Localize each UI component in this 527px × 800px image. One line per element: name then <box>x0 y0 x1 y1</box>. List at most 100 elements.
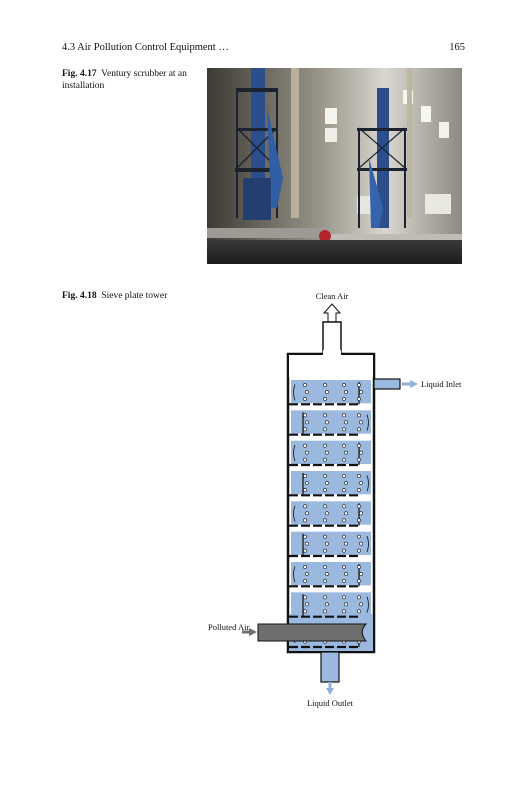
liquid-flow-curve <box>366 475 369 492</box>
sieve-plates <box>289 355 373 651</box>
gas-bubble <box>303 595 307 600</box>
figure-4-18-caption: Fig. 4.18 Sieve plate tower <box>62 290 202 302</box>
sieve-plate-tower-svg: Clean Air Liquid Inlet Polluted Air Liqu… <box>208 291 462 708</box>
liquid-inlet-pipe <box>373 378 401 390</box>
gas-bubble <box>325 420 329 425</box>
liquid-outlet-arrow-icon <box>326 682 334 695</box>
gas-bubble <box>325 390 329 394</box>
tray-liquid <box>291 380 371 404</box>
gas-bubble <box>357 488 361 492</box>
gas-bubble <box>357 534 361 539</box>
gas-bubble <box>325 481 329 485</box>
liquid-flow-curve <box>293 566 296 583</box>
liquid-inlet-arrow-icon <box>402 380 418 388</box>
gas-bubble <box>323 609 327 614</box>
gas-bubble <box>303 443 307 448</box>
gas-bubble <box>359 572 363 576</box>
liquid-outlet-pipe <box>320 651 340 683</box>
gas-bubble <box>357 595 361 600</box>
gas-bubble <box>344 602 348 607</box>
gas-bubble <box>305 481 309 485</box>
gas-bubble <box>303 609 307 614</box>
gas-bubble <box>342 565 346 569</box>
gas-bubble <box>357 474 361 478</box>
tower-headspace <box>289 355 373 377</box>
clean-air-label: Clean Air <box>316 291 349 301</box>
gas-bubble <box>344 420 348 425</box>
page-number: 165 <box>449 42 465 53</box>
gas-bubble <box>303 565 307 569</box>
liquid-flow-curve <box>293 444 296 462</box>
gas-bubble <box>323 397 327 401</box>
gas-bubble <box>303 504 307 509</box>
gas-bubble <box>344 572 348 576</box>
gas-bubble <box>303 413 307 418</box>
gas-bubble <box>325 511 329 516</box>
figure-4-17-caption: Fig. 4.17 Ventury scrubber at an install… <box>62 68 192 92</box>
gas-bubble <box>305 572 309 576</box>
gas-bubble <box>342 488 346 492</box>
liquid-flow-curve <box>366 414 369 431</box>
gas-bubble <box>357 518 361 523</box>
gas-bubble <box>359 390 363 394</box>
clean-air-arrow-icon <box>322 303 342 323</box>
venturi-scrubber-photo <box>207 68 462 264</box>
gas-bubble <box>303 474 307 478</box>
liquid-flow-curve <box>366 596 369 613</box>
gas-bubble <box>342 595 346 600</box>
gas-bubble <box>357 504 361 509</box>
gas-bubble <box>342 548 346 553</box>
tray-liquid <box>291 562 371 586</box>
figure-4-18-label: Fig. 4.18 <box>62 291 97 301</box>
gas-bubble <box>342 579 346 583</box>
gas-bubble <box>342 413 346 418</box>
gas-bubble <box>344 481 348 485</box>
gas-bubble <box>323 488 327 492</box>
gas-bubble <box>305 541 309 546</box>
gas-bubble <box>323 548 327 553</box>
gas-bubble <box>303 534 307 539</box>
gas-bubble <box>342 443 346 448</box>
gas-bubble <box>342 518 346 523</box>
gas-bubble <box>303 548 307 553</box>
gas-bubble <box>342 474 346 478</box>
gas-bubble <box>323 474 327 478</box>
gas-bubble <box>325 450 329 455</box>
gas-bubble <box>305 511 309 516</box>
liquid-flow-curve <box>293 505 296 522</box>
gas-bubble <box>303 397 307 401</box>
gas-bubble <box>305 602 309 607</box>
gas-bubble <box>344 390 348 394</box>
gas-bubble <box>323 565 327 569</box>
gas-bubble <box>357 548 361 553</box>
liquid-inlet-label: Liquid Inlet <box>421 379 462 389</box>
gas-bubble <box>357 457 361 462</box>
gas-bubble <box>323 534 327 539</box>
gas-bubble <box>303 457 307 462</box>
tray-liquid <box>291 440 371 464</box>
gas-bubble <box>342 383 346 387</box>
gas-bubble <box>323 579 327 583</box>
gas-bubble <box>359 450 363 455</box>
gas-bubble <box>342 427 346 432</box>
gas-bubble <box>303 488 307 492</box>
gas-bubble <box>359 511 363 516</box>
gas-bubble <box>357 609 361 614</box>
gas-bubble <box>323 595 327 600</box>
figure-4-18-text: Sieve plate tower <box>101 291 168 301</box>
gas-bubble <box>357 397 361 401</box>
liquid-flow-curve <box>366 535 369 553</box>
gas-bubble <box>342 397 346 401</box>
gas-bubble <box>342 457 346 462</box>
gas-bubble <box>323 413 327 418</box>
gas-bubble <box>323 443 327 448</box>
gas-bubble <box>359 541 363 546</box>
gas-bubble <box>323 383 327 387</box>
venturi-scrubber-illustration <box>207 68 462 264</box>
polluted-air-arrow-icon <box>242 628 257 636</box>
gas-bubble <box>303 383 307 387</box>
gas-bubble <box>323 504 327 509</box>
figure-4-17-label: Fig. 4.17 <box>62 69 97 79</box>
gas-bubble <box>323 457 327 462</box>
gas-bubble <box>303 579 307 583</box>
